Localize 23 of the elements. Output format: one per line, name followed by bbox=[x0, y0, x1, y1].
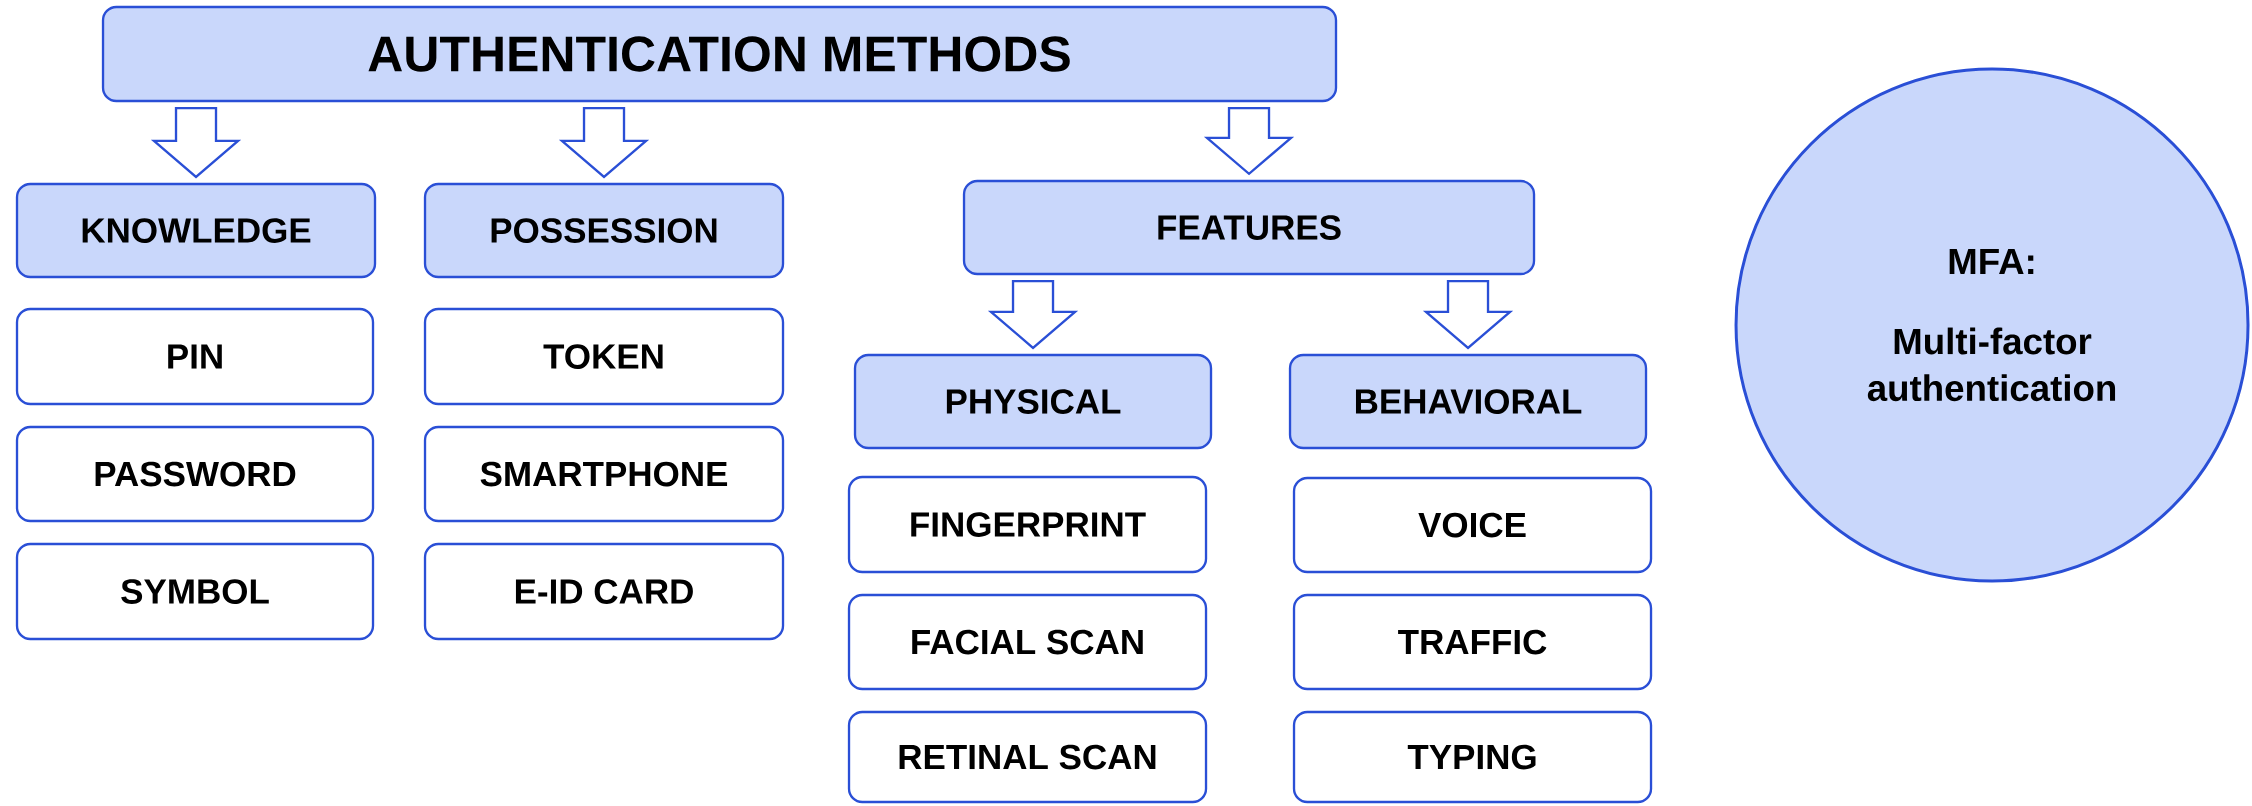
method-box: PASSWORD bbox=[15, 425, 375, 523]
category-box: BEHAVIORAL bbox=[1288, 353, 1648, 450]
method-box: PIN bbox=[15, 307, 375, 406]
category-box: POSSESSION bbox=[423, 182, 785, 279]
category-box: PHYSICAL bbox=[853, 353, 1213, 450]
block-arrow bbox=[1203, 107, 1295, 176]
category-box: FEATURES bbox=[962, 179, 1536, 276]
method-box: VOICE bbox=[1292, 476, 1653, 574]
method-box: RETINAL SCAN bbox=[847, 710, 1208, 804]
block-arrow bbox=[1422, 280, 1514, 350]
block-arrow bbox=[987, 280, 1079, 350]
method-box: TOKEN bbox=[423, 307, 785, 406]
category-box: KNOWLEDGE bbox=[15, 182, 377, 279]
method-box: TRAFFIC bbox=[1292, 593, 1653, 691]
method-box: FACIAL SCAN bbox=[847, 593, 1208, 691]
block-arrow bbox=[558, 107, 650, 179]
method-box: SMARTPHONE bbox=[423, 425, 785, 523]
title-box: AUTHENTICATION METHODS bbox=[101, 5, 1338, 103]
method-box: SYMBOL bbox=[15, 542, 375, 641]
method-box: FINGERPRINT bbox=[847, 475, 1208, 574]
method-box: E-ID CARD bbox=[423, 542, 785, 641]
block-arrow bbox=[150, 107, 242, 179]
method-box: TYPING bbox=[1292, 710, 1653, 804]
